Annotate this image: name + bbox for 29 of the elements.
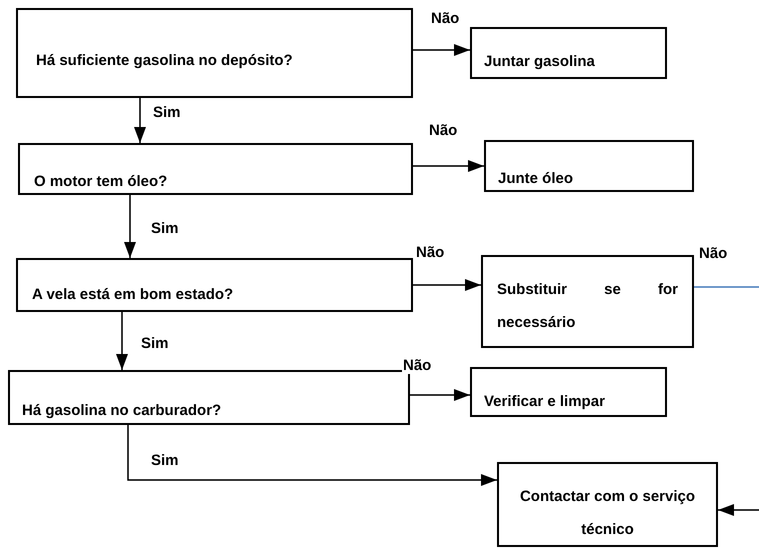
arrow bbox=[413, 160, 484, 172]
box-text: Substituir se for necessário bbox=[497, 280, 678, 333]
process-box bbox=[18, 143, 413, 195]
box-text: Há gasolina no carburador? bbox=[22, 401, 222, 421]
arrow bbox=[718, 504, 759, 516]
process-box bbox=[470, 367, 667, 417]
box-text: Verificar e limpar bbox=[484, 392, 606, 412]
process-box bbox=[470, 27, 667, 79]
arrow bbox=[124, 195, 136, 258]
edge-label: Não bbox=[402, 357, 432, 374]
process-box bbox=[497, 462, 718, 547]
arrow bbox=[410, 389, 470, 401]
box-text: A vela está em bom estado? bbox=[32, 285, 234, 305]
box-text: Junte óleo bbox=[498, 169, 574, 189]
connector-line bbox=[694, 286, 759, 288]
box-text: Juntar gasolina bbox=[484, 52, 596, 72]
arrow bbox=[127, 425, 497, 486]
arrow bbox=[116, 312, 128, 370]
box-text: Contactar com o serviço técnico bbox=[518, 487, 696, 540]
box-text: Há suficiente gasolina no depósito? bbox=[36, 51, 294, 71]
arrow bbox=[413, 279, 481, 291]
box-text: O motor tem óleo? bbox=[34, 172, 168, 192]
process-box bbox=[484, 140, 694, 192]
process-box bbox=[481, 255, 694, 348]
process-box bbox=[16, 258, 413, 312]
process-box bbox=[16, 8, 413, 98]
arrow bbox=[413, 44, 470, 56]
arrow bbox=[134, 98, 146, 143]
process-box bbox=[8, 370, 410, 425]
